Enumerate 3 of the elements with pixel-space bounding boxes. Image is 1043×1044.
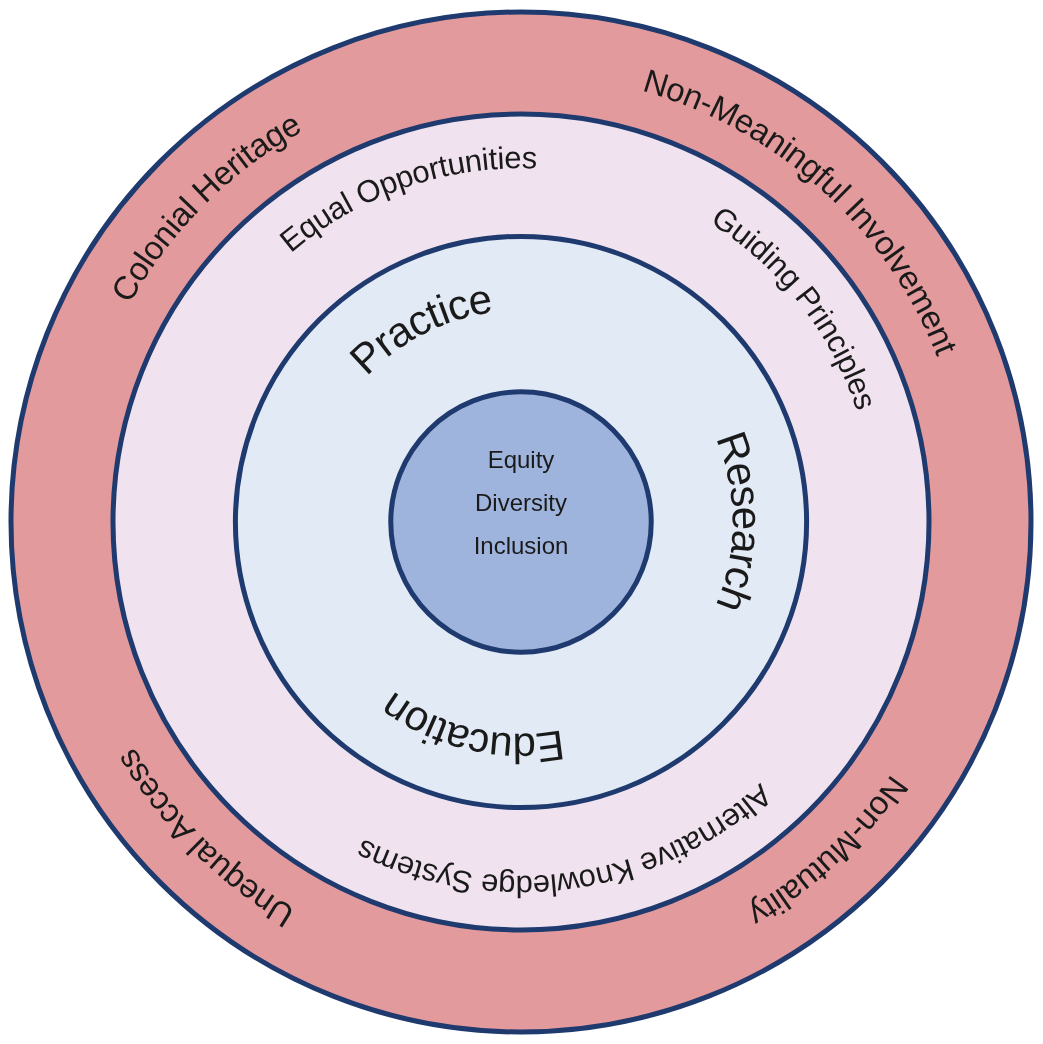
core-value-label: Equity — [487, 446, 555, 474]
core-value-label: Inclusion — [473, 532, 569, 560]
core-value-label: Diversity — [475, 489, 567, 517]
